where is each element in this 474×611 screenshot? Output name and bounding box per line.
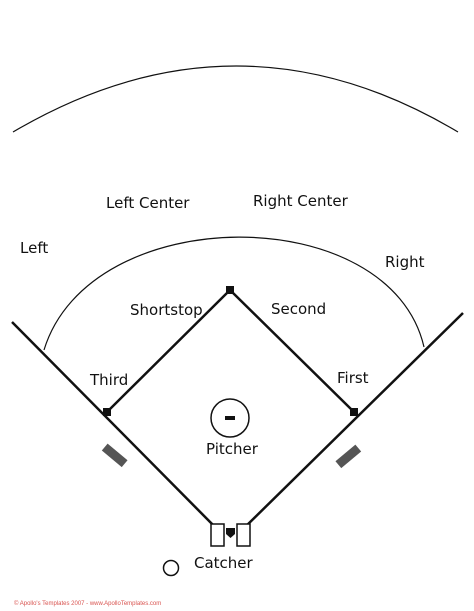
label-catcher: Catcher <box>194 554 254 572</box>
on-deck-circle <box>162 559 180 577</box>
foul-line-right <box>240 312 464 532</box>
credit-text: © Apollo's Templates 2007 - www.ApolloTe… <box>14 600 161 607</box>
third-base <box>103 408 111 416</box>
label-right-center: Right Center <box>253 192 349 210</box>
label-third: Third <box>89 371 128 389</box>
label-second: Second <box>271 300 326 318</box>
label-left: Left <box>20 239 48 257</box>
batters-box-right <box>236 523 251 547</box>
label-left-center: Left Center <box>106 194 190 212</box>
second-base <box>226 286 234 294</box>
label-pitcher: Pitcher <box>206 440 259 458</box>
coach-box-first <box>335 444 362 469</box>
pitchers-rubber <box>225 416 235 420</box>
infield-arc <box>43 236 425 351</box>
outfield-fence <box>12 65 459 133</box>
home-plate <box>226 528 235 538</box>
label-first: First <box>337 369 369 387</box>
label-right: Right <box>385 253 425 271</box>
coach-box-third <box>101 443 128 468</box>
first-base <box>350 408 358 416</box>
foul-line-left <box>11 321 220 532</box>
label-shortstop: Shortstop <box>130 301 203 319</box>
batters-box-left <box>210 523 225 547</box>
